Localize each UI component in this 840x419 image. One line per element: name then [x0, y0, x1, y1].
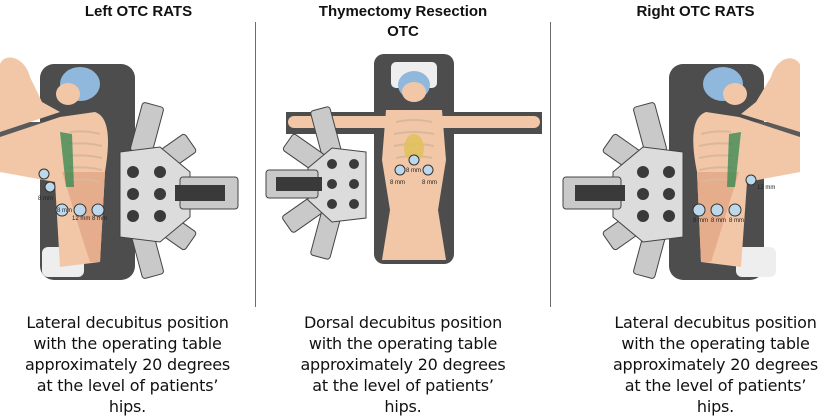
left-surgical-setup-illustration: 8 mm 8 mm 12 mm 8 mm: [0, 57, 239, 280]
caption-line: Lateral decubitus position: [614, 313, 817, 332]
panel-title: Thymectomy Resection OTC: [256, 2, 550, 42]
trocar-port-icon: [394, 154, 434, 176]
port-label: 12 mm: [757, 185, 775, 191]
port-label: 12 mm: [72, 216, 90, 222]
caption-line: approximately 20 degrees: [24, 355, 231, 374]
caption-line: approximately 20 degrees: [612, 355, 819, 374]
panel-caption: Lateral decubitus position with the oper…: [0, 312, 255, 417]
center-surgical-setup-illustration: 8 mm 8 mm 8 mm: [265, 54, 542, 264]
trocar-port-icon: [692, 174, 757, 217]
panel-right-otc-rats: Right OTC RATS 12 mm 8: [551, 0, 818, 419]
patient-icon: [0, 57, 108, 267]
port-label: 8 mm: [390, 180, 405, 186]
port-label: 8 mm: [422, 180, 437, 186]
port-label: 8 mm: [693, 218, 708, 224]
caption-line: Lateral decubitus position: [26, 313, 229, 332]
patient-icon: [693, 58, 800, 267]
panel-divider: [255, 22, 256, 307]
caption-line: at the level of patients’: [36, 376, 219, 395]
panel-caption: Lateral decubitus position with the oper…: [591, 312, 840, 417]
caption-line: at the level of patients’: [624, 376, 807, 395]
right-surgical-setup-illustration: 12 mm 8 mm 8 mm 8 mm: [562, 58, 800, 280]
robot-cart-icon: [562, 102, 684, 279]
panel-title: Right OTC RATS: [636, 3, 755, 20]
caption-line: with the operating table: [33, 334, 222, 353]
port-label: 8 mm: [711, 218, 726, 224]
port-label: 8 mm: [729, 218, 744, 224]
port-label: 8 mm: [38, 196, 53, 202]
pillow: [736, 247, 776, 277]
panel-caption: Dorsal decubitus position with the opera…: [256, 312, 550, 417]
panel-left-otc-rats: Left OTC RATS: [0, 0, 255, 419]
caption-line: hips.: [384, 397, 422, 416]
port-label: 8 mm: [57, 208, 72, 214]
panel-divider: [550, 22, 551, 307]
panel-center-thymectomy-otc: Thymectomy Resection OTC 8 mm 8 mm: [256, 0, 550, 419]
caption-line: hips.: [696, 397, 735, 416]
caption-line: hips.: [108, 397, 147, 416]
caption-line: Dorsal decubitus position: [303, 313, 503, 332]
panel-title: Left OTC RATS: [84, 3, 193, 20]
caption-line: at the level of patients’: [312, 376, 494, 395]
port-label: 8 mm: [406, 168, 421, 174]
robot-cart-icon: [265, 106, 367, 260]
robot-cart-icon: [119, 102, 239, 279]
panel-title-line: OTC: [387, 23, 419, 40]
caption-line: with the operating table: [621, 334, 810, 353]
caption-line: approximately 20 degrees: [300, 355, 506, 374]
panel-title-line: Thymectomy Resection: [318, 3, 488, 20]
port-label: 8 mm: [92, 216, 107, 222]
caption-line: with the operating table: [308, 334, 498, 353]
patient-icon: [288, 71, 540, 260]
trocar-port-icon: [38, 168, 105, 217]
